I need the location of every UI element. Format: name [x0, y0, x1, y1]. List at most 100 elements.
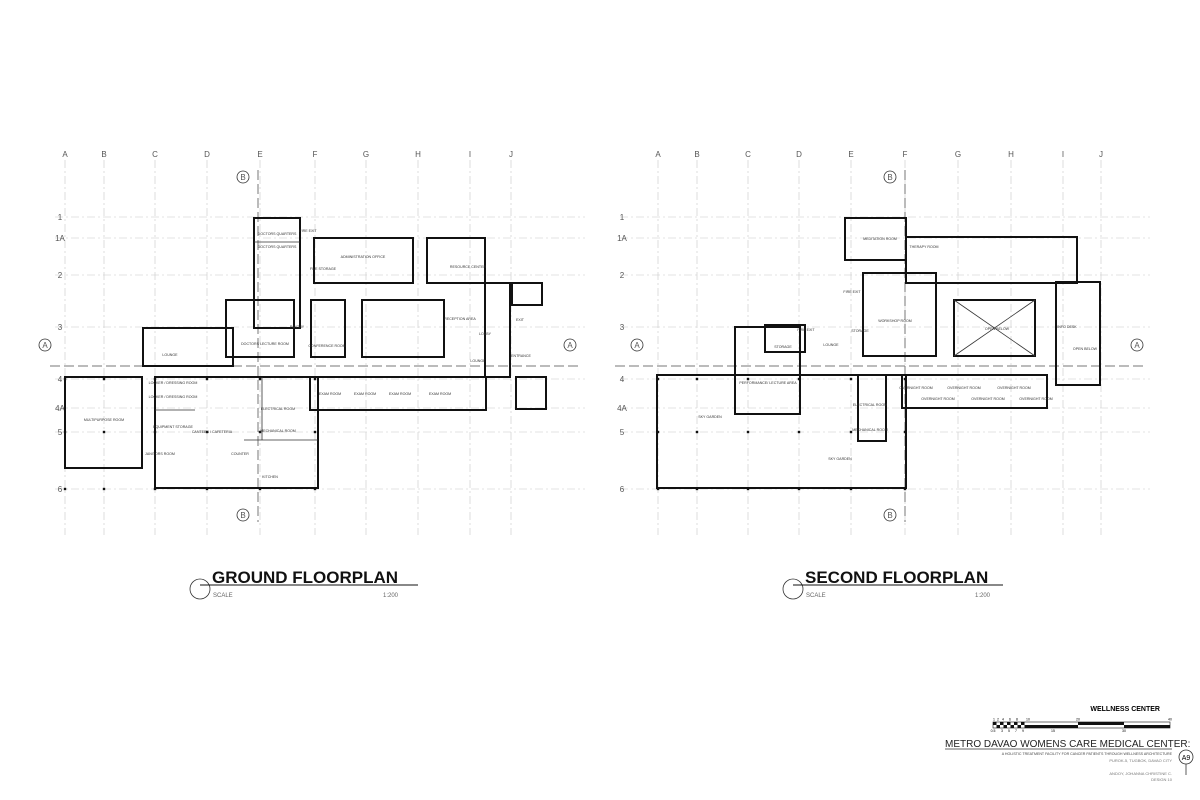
section-marker-icon	[883, 508, 897, 522]
second-room-label: STORAGE	[851, 329, 869, 333]
grid-row-label: 2	[620, 271, 625, 280]
ground-room-label: KITCHEN	[262, 475, 278, 479]
ground-room-label: EXAM ROOM	[429, 392, 451, 396]
second-room-label: THERAPY ROOM	[909, 245, 938, 249]
grid-row-label: 4A	[55, 404, 65, 413]
second-room-label: SKY GARDEN	[698, 415, 722, 419]
ground-room-label: COUNTER	[231, 452, 249, 456]
grid-column-label: F	[903, 150, 908, 159]
grid-column-label: A	[655, 150, 661, 159]
section-marker-icon	[883, 170, 897, 184]
grid-column-label: H	[1008, 150, 1014, 159]
section-marker-label: A	[42, 341, 48, 350]
scale-bar-tick: 7	[1015, 729, 1017, 733]
grid-row-label: 4A	[617, 404, 627, 413]
second-room-label: PERFORMANCE/ LECTURE AREA	[739, 381, 797, 385]
second-room-label: ELECTRICAL ROOM	[853, 403, 887, 407]
ground-room-label: EXAM ROOM	[319, 392, 341, 396]
grid-column-label: C	[152, 150, 158, 159]
section-marker-icon	[38, 338, 52, 352]
section-marker-icon	[563, 338, 577, 352]
grid-column-label: F	[313, 150, 318, 159]
title-block-heading: WELLNESS CENTER	[1090, 706, 1160, 713]
grid-column-label: I	[1062, 150, 1064, 159]
grid-row-label: 2	[58, 271, 63, 280]
ground-floor-walls	[64, 217, 547, 489]
section-marker-icon	[1130, 338, 1144, 352]
ground-room-label: FIRE EXIT	[299, 229, 317, 233]
second-room-label: OVERNIGHT ROOM	[947, 386, 980, 390]
scale-bar-tick: 4	[1002, 718, 1004, 722]
ground-room-label: CANTEEN / CAFETERIA	[192, 430, 233, 434]
section-marker-label: B	[240, 511, 245, 520]
ground-room-label: FILE STORAGE	[310, 267, 337, 271]
grid-column-label: B	[101, 150, 106, 159]
scale-bar-tick: 8	[1016, 718, 1018, 722]
scale-bar-tick: 0.5	[991, 729, 996, 733]
second-title: SECOND FLOORPLAN	[805, 568, 988, 587]
grid-column-label: D	[796, 150, 802, 159]
second-room-label: OVERNIGHT ROOM	[899, 386, 932, 390]
second-room-label: OPEN BELOW	[985, 327, 1010, 331]
ground-room-label: CONFERENCE ROOM	[308, 344, 345, 348]
ground-room-label: DOCTORS QUARTERS	[258, 232, 297, 236]
grid-row-label: 3	[620, 323, 625, 332]
grid-row-label: 1	[620, 213, 625, 222]
second-room-label: FIRE EXIT	[843, 290, 861, 294]
scale-bar-tick: 9	[1022, 729, 1024, 733]
ground-room-label: ADMINISTRATION OFFICE	[341, 255, 386, 259]
scale-bar-tick: 2	[997, 718, 999, 722]
ground-scale-value: 1:200	[383, 593, 399, 599]
scale-bar-tick: 6	[1009, 718, 1011, 722]
ground-room-label: EQUIPMENT STORAGE	[153, 425, 193, 429]
second-room-label: MECHANICAL ROOM	[852, 428, 888, 432]
ground-title: GROUND FLOORPLAN	[212, 568, 398, 587]
scale-bar-tick: 10	[1026, 718, 1030, 722]
ground-room-label: ENTRANCE	[511, 354, 531, 358]
ground-scale-label: SCALE	[213, 593, 233, 599]
ground-room-label: LOBBY	[479, 332, 492, 336]
ground-title-block: GROUND FLOORPLAN SCALE 1:200	[189, 568, 418, 600]
grid-row-label: 4	[620, 375, 625, 384]
second-room-label: MEDITATION ROOM	[863, 237, 897, 241]
ground-room-label: EXAM ROOM	[354, 392, 376, 396]
ground-room-label: RESOURCE CENTER	[450, 265, 487, 269]
grid-column-label: D	[204, 150, 210, 159]
course-name: DESIGN 10	[1151, 777, 1173, 782]
author-name: ANDOY, JOHANNA CHRISTINE C.	[1109, 771, 1172, 776]
grid-column-label: E	[848, 150, 853, 159]
ground-room-label: LOUNGE	[162, 353, 178, 357]
scale-bar-tick: 40	[1168, 718, 1172, 722]
ground-room-label: PANTRY	[290, 325, 305, 329]
section-marker-label: A	[567, 341, 573, 350]
grid-row-label: 1A	[55, 234, 65, 243]
ground-room-label: EXIT	[516, 318, 525, 322]
grid-row-label: 5	[58, 428, 63, 437]
second-room-label: OPEN BELOW	[1073, 347, 1098, 351]
section-marker-icon	[236, 170, 250, 184]
second-room-label: OVERNIGHT ROOM	[921, 397, 954, 401]
grid-column-label: E	[257, 150, 262, 159]
ground-room-label: LOCKER / DRESSING ROOM	[149, 381, 198, 385]
second-room-label: OVERNIGHT ROOM	[1019, 397, 1052, 401]
ground-room-label: ELECTRICAL ROOM	[261, 407, 295, 411]
grid-row-label: 1A	[617, 234, 627, 243]
grid-row-label: 4	[58, 375, 63, 384]
second-scale-label: SCALE	[806, 593, 826, 599]
second-room-label: SKY GARDEN	[828, 457, 852, 461]
grid-column-label: H	[415, 150, 421, 159]
second-room-label: OVERNIGHT ROOM	[997, 386, 1030, 390]
sheet-number: A9	[1182, 755, 1191, 762]
ground-room-label: RECEPTION AREA	[444, 317, 476, 321]
second-room-label: OVERNIGHT ROOM	[971, 397, 1004, 401]
ground-room-label: MULTIPURPOSE ROOM	[84, 418, 124, 422]
ground-room-label: DOCTORS QUARTERS	[258, 245, 297, 249]
project-location: PUROK-5, TUGBOK, DAVAO CITY	[1109, 758, 1172, 763]
section-marker-label: B	[887, 511, 892, 520]
grid-column-label: I	[469, 150, 471, 159]
section-marker-icon	[236, 508, 250, 522]
second-scale-value: 1:200	[975, 593, 991, 599]
grid-row-label: 6	[58, 485, 63, 494]
